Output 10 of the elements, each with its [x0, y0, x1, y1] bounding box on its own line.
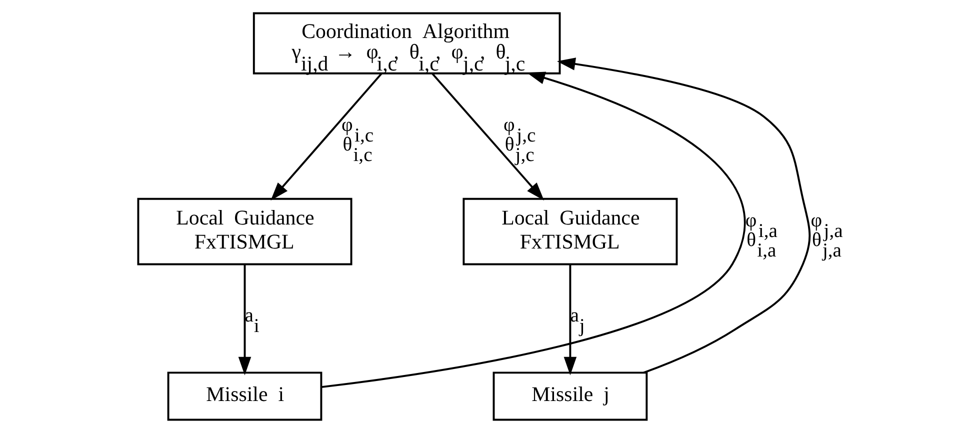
arrow [320, 72, 745, 388]
node-box: Missile i [166, 372, 322, 421]
node-box: Local Guidance FxTISMGL [462, 198, 678, 266]
arrow [238, 264, 251, 376]
arrow [556, 58, 810, 374]
arrow [270, 72, 382, 201]
arrow [431, 72, 544, 201]
node-box: Local Guidance FxTISMGL [136, 198, 352, 266]
node-box: Missile j [492, 372, 648, 421]
arrow [563, 264, 576, 376]
